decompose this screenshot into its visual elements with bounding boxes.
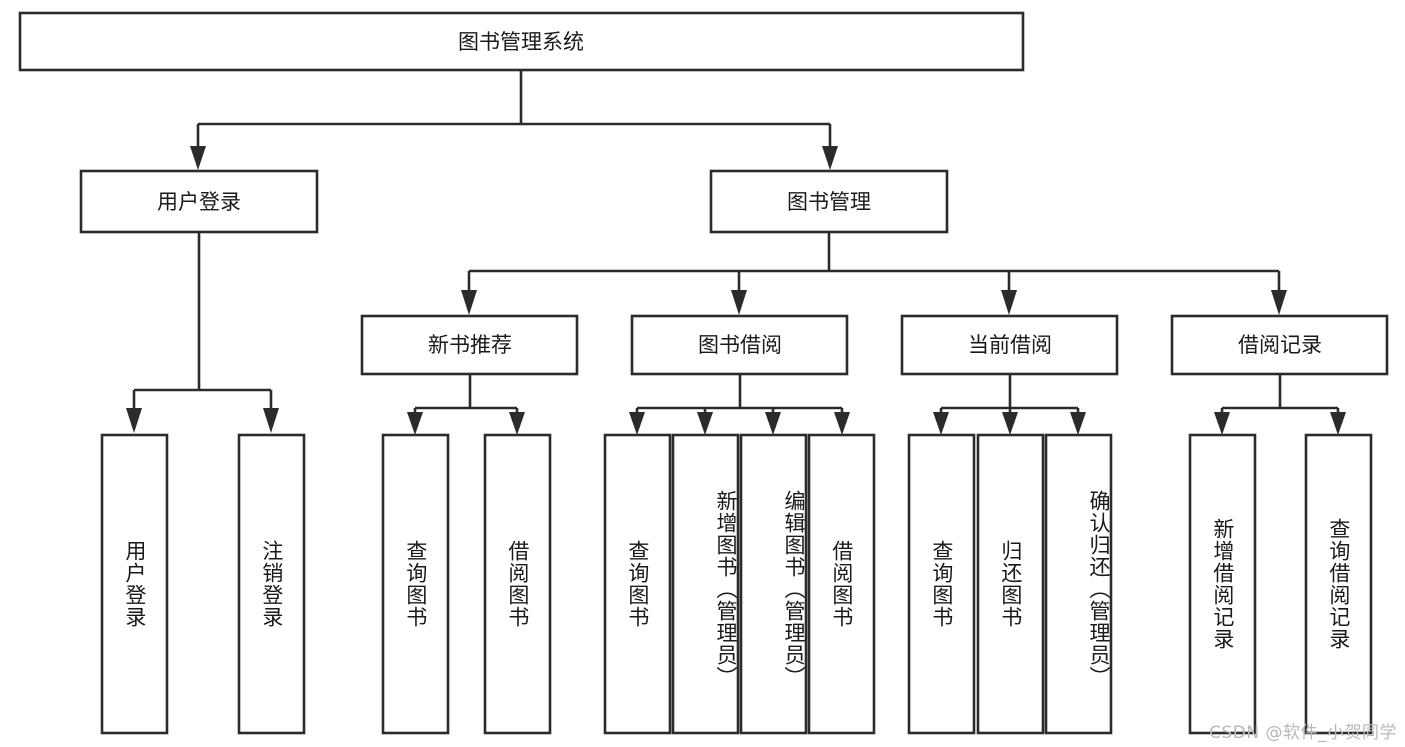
connector-user-login-to-leaves (126, 232, 279, 433)
node-borrow-record-label: 借阅记录 (1238, 333, 1322, 357)
leaf-confirm-return-box[interactable] (1044, 433, 1113, 735)
node-user-login-label: 用户登录 (157, 190, 241, 214)
node-new-book-recommend[interactable]: 新书推荐 (360, 314, 579, 376)
arrow-head-new-book-recommend (461, 290, 477, 315)
arrow-head-query-book-2 (629, 412, 645, 435)
node-new-book-recommend-label: 新书推荐 (428, 333, 512, 357)
arrow-head-return-book (1002, 412, 1018, 435)
arrow-head-add-record (1214, 412, 1230, 435)
leaf-logout-box[interactable] (237, 433, 306, 735)
leaf-add-record-box[interactable] (1188, 433, 1257, 735)
arrow-head-query-record (1330, 412, 1346, 435)
connector-book-management-to-level3 (461, 232, 1287, 315)
node-current-borrow[interactable]: 当前借阅 (900, 314, 1119, 376)
leaf-return-book-box[interactable] (976, 433, 1045, 735)
node-root[interactable]: 图书管理系统 (18, 11, 1025, 72)
connector-book-borrow-to-leaves (629, 374, 850, 435)
leaf-query-record-box[interactable] (1304, 433, 1373, 735)
arrow-head-edit-book (765, 412, 781, 435)
node-user-login[interactable]: 用户登录 (79, 169, 319, 234)
arrow-head-add-book (697, 412, 713, 435)
arrow-head-leaf-logout (263, 408, 279, 433)
arrow-head-user-login (190, 146, 206, 170)
leaf-query-book-3-box[interactable] (907, 433, 976, 735)
csdn-watermark: CSDN @软件_小贺同学 (1209, 723, 1397, 743)
node-book-borrow-box[interactable] (630, 314, 849, 376)
connector-borrow-record-to-leaves (1214, 374, 1346, 435)
leaf-query-book-1-box[interactable] (381, 433, 450, 735)
leaf-edit-book-box[interactable] (739, 433, 808, 735)
leaf-add-book-box[interactable] (671, 433, 740, 735)
arrow-head-book-borrow (731, 290, 747, 315)
leaf-query-book-2-box[interactable] (603, 433, 672, 735)
arrow-head-borrow-book-2 (834, 412, 850, 435)
arrow-head-borrow-book-1 (509, 412, 525, 435)
node-book-management-label: 图书管理 (787, 190, 871, 214)
connector-root-to-level2 (190, 70, 838, 170)
node-root-label: 图书管理系统 (458, 30, 584, 54)
leaf-borrow-book-1-box[interactable] (483, 433, 552, 735)
node-borrow-record[interactable]: 借阅记录 (1170, 314, 1389, 376)
arrow-head-confirm-return (1070, 412, 1086, 435)
arrow-head-query-book-1 (407, 412, 423, 435)
node-book-borrow[interactable]: 图书借阅 (630, 314, 849, 376)
node-book-management[interactable]: 图书管理 (709, 169, 949, 234)
arrow-head-book-management (822, 146, 838, 170)
node-book-management-box[interactable] (709, 169, 949, 234)
arrow-head-current-borrow (1001, 290, 1017, 315)
node-borrow-record-box[interactable] (1170, 314, 1389, 376)
node-current-borrow-label: 当前借阅 (968, 333, 1052, 357)
node-root-box[interactable] (18, 11, 1025, 72)
connector-current-borrow-to-leaves (933, 374, 1086, 435)
connector-new-book-recommend-to-leaves (407, 374, 525, 435)
arrow-head-borrow-record (1271, 290, 1287, 315)
arrow-head-query-book-3 (933, 412, 949, 435)
node-book-borrow-label: 图书借阅 (698, 333, 782, 357)
leaf-borrow-book-2-box[interactable] (807, 433, 876, 735)
leaf-user-login-box[interactable] (100, 433, 169, 735)
node-new-book-recommend-box[interactable] (360, 314, 579, 376)
arrow-head-leaf-user-login (126, 408, 142, 433)
node-current-borrow-box[interactable] (900, 314, 1119, 376)
